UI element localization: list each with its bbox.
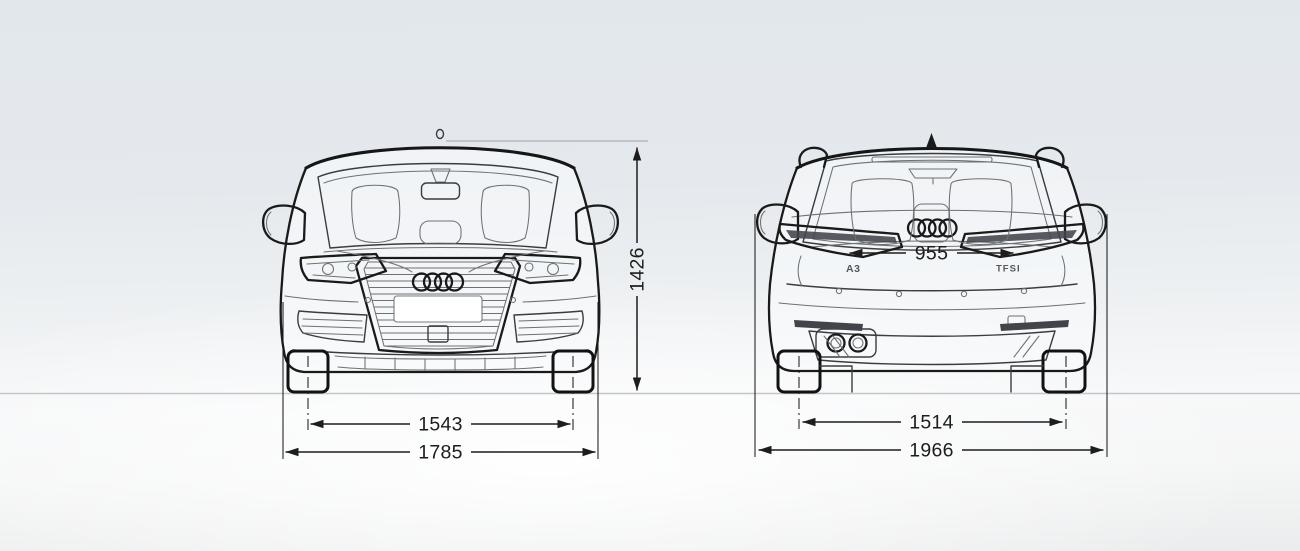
rear-width-dimension: 1966 bbox=[758, 440, 1104, 462]
front-lower-intake bbox=[292, 349, 589, 372]
front-width-dimension: 1785 bbox=[285, 442, 596, 464]
rear-view: A3 TFSI 955 1514 1966 bbox=[754, 133, 1108, 462]
front-view: 1543 1785 bbox=[261, 128, 620, 464]
parking-sensor bbox=[895, 290, 903, 298]
front-license-plate bbox=[393, 295, 483, 323]
side-mirror bbox=[755, 203, 800, 245]
front-track-value: 1543 bbox=[418, 414, 463, 436]
rear-reflector bbox=[794, 320, 863, 331]
front-width-value: 1785 bbox=[418, 442, 463, 464]
rear-track-dimension: 1514 bbox=[802, 412, 1063, 434]
front-roof-line bbox=[304, 146, 576, 170]
antenna-fin bbox=[926, 133, 937, 148]
model-badge: A3 bbox=[846, 263, 860, 275]
parking-sensor bbox=[364, 296, 372, 304]
parking-sensor bbox=[835, 287, 843, 295]
rear-tailgate-dimension: 955 bbox=[849, 243, 1014, 265]
rear-dimensions: 1514 1966 bbox=[754, 214, 1108, 462]
engine-badge: TFSI bbox=[996, 264, 1021, 275]
height-dimension: 1426 bbox=[446, 140, 649, 391]
diffuser-hatch bbox=[823, 335, 850, 358]
rear-tailgate-value: 955 bbox=[915, 243, 948, 265]
acc-sensor bbox=[427, 325, 449, 343]
headlight bbox=[299, 252, 388, 285]
mudflap-step bbox=[819, 365, 853, 393]
fog-light bbox=[297, 310, 368, 343]
tail-light bbox=[778, 222, 904, 259]
parcel-shelf bbox=[811, 240, 1053, 248]
rear-diffuser bbox=[808, 330, 1056, 366]
tailgate-crease bbox=[797, 255, 803, 287]
front-antenna bbox=[435, 128, 445, 140]
rear-headrest bbox=[850, 178, 915, 246]
cabin-rear-window bbox=[419, 220, 462, 245]
rear-track-value: 1514 bbox=[909, 412, 954, 434]
cowl-line bbox=[323, 246, 558, 253]
rear-wiper bbox=[908, 168, 958, 185]
bumper-crease bbox=[284, 295, 359, 303]
front-dimensions: 1543 1785 bbox=[282, 302, 599, 464]
brake-light-bar bbox=[871, 156, 993, 163]
audi-rings-icon bbox=[411, 272, 465, 292]
spoiler-ear bbox=[798, 146, 829, 169]
front-headrest bbox=[351, 184, 401, 244]
front-track-dimension: 1543 bbox=[310, 414, 571, 436]
audi-rings-icon bbox=[906, 218, 958, 238]
center-armrest bbox=[913, 203, 950, 243]
tailgate-lower-edge bbox=[786, 283, 1078, 292]
rear-width-value: 1966 bbox=[909, 440, 954, 462]
bumper-crease bbox=[778, 302, 1086, 311]
height-value: 1426 bbox=[627, 247, 649, 292]
rearview-mirror-body bbox=[420, 182, 461, 200]
front-windshield bbox=[317, 162, 559, 253]
hood-crease bbox=[336, 250, 413, 273]
side-mirror bbox=[261, 204, 307, 246]
front-grille bbox=[354, 256, 522, 355]
rear-window bbox=[802, 152, 1062, 251]
rearview-mirror bbox=[430, 168, 451, 183]
rear-roof-spoiler bbox=[795, 147, 1069, 170]
tailgate-upper-edge bbox=[791, 209, 1073, 218]
